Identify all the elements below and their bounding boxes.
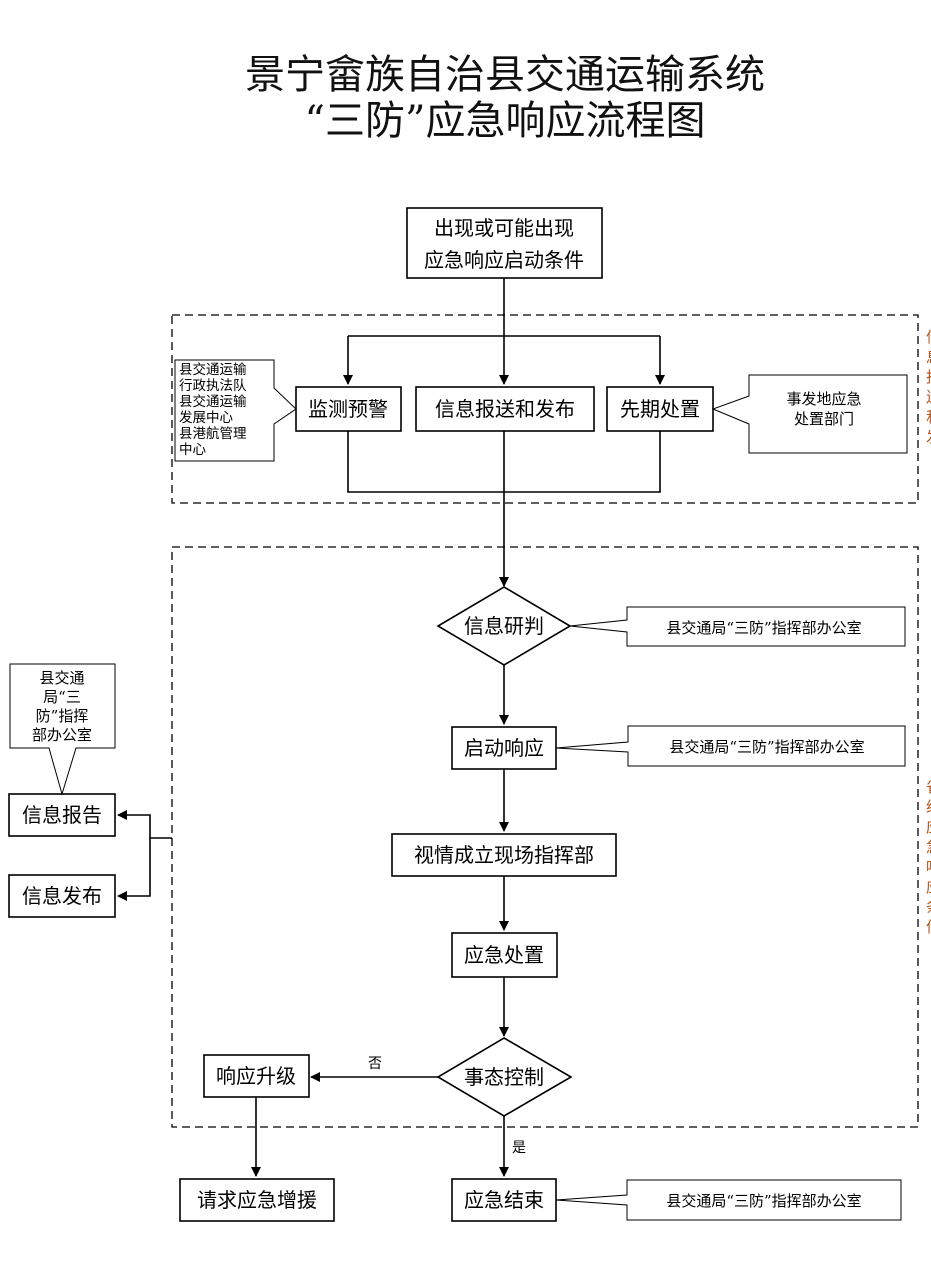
side-label-upper: 信 息 报 送 和 发 bbox=[926, 328, 931, 446]
edge-region-to-report bbox=[117, 810, 172, 839]
svg-text:启动响应: 启动响应 bbox=[464, 736, 544, 760]
note-monitor-units: 县交通运输 行政执法队 县交通运输 发展中心 县港航管理 中心 bbox=[174, 359, 297, 462]
node-request-support: 请求应急增援 bbox=[179, 1178, 335, 1222]
svg-text:急: 急 bbox=[926, 838, 931, 856]
svg-text:行政执法队: 行政执法队 bbox=[179, 378, 247, 394]
note-analysis-unit: 县交通局“三防”指挥部办公室 bbox=[569, 606, 906, 647]
svg-text:县交通: 县交通 bbox=[39, 669, 84, 687]
node-emergency-end: 应急结束 bbox=[451, 1178, 557, 1222]
svg-text:应急处置: 应急处置 bbox=[464, 943, 544, 967]
node-start-response: 启动响应 bbox=[451, 726, 557, 770]
svg-text:发展中心: 发展中心 bbox=[179, 410, 233, 426]
node-response-upgrade: 响应升级 bbox=[203, 1054, 310, 1098]
svg-text:响应升级: 响应升级 bbox=[216, 1064, 296, 1088]
note-report-unit: 县交通 局“三 防”指挥 部办公室 bbox=[9, 663, 116, 796]
svg-text:县交通运输: 县交通运输 bbox=[179, 393, 247, 410]
svg-text:县交通局“三防”指挥部办公室: 县交通局“三防”指挥部办公室 bbox=[666, 1192, 861, 1210]
node-situation-control: 事态控制 bbox=[436, 1037, 573, 1117]
svg-text:条: 条 bbox=[926, 898, 931, 916]
svg-text:防”指挥: 防”指挥 bbox=[36, 707, 89, 725]
svg-text:事发地应急: 事发地应急 bbox=[786, 390, 861, 408]
svg-text:信息报告: 信息报告 bbox=[22, 803, 102, 827]
svg-text:省: 省 bbox=[926, 778, 931, 796]
svg-text:事态控制: 事态控制 bbox=[464, 1065, 544, 1089]
svg-text:信息报送和发布: 信息报送和发布 bbox=[435, 397, 575, 421]
svg-text:信: 信 bbox=[926, 328, 931, 346]
svg-text:请求应急增援: 请求应急增援 bbox=[197, 1188, 317, 1212]
svg-text:响: 响 bbox=[926, 858, 931, 876]
node-info-publish: 信息发布 bbox=[8, 874, 116, 918]
svg-text:县交通局“三防”指挥部办公室: 县交通局“三防”指挥部办公室 bbox=[666, 619, 861, 637]
svg-text:县交通运输: 县交通运输 bbox=[179, 361, 247, 378]
svg-text:县交通局“三防”指挥部办公室: 县交通局“三防”指挥部办公室 bbox=[669, 738, 864, 756]
svg-text:级: 级 bbox=[926, 798, 931, 816]
edge-label-no: 否 bbox=[368, 1056, 382, 1072]
svg-text:先期处置: 先期处置 bbox=[620, 397, 700, 421]
node-emergency-handling: 应急处置 bbox=[451, 932, 558, 978]
node-field-hq: 视情成立现场指挥部 bbox=[391, 833, 617, 877]
svg-text:信息发布: 信息发布 bbox=[22, 884, 102, 908]
svg-text:监测预警: 监测预警 bbox=[308, 397, 388, 421]
note-end-unit: 县交通局“三防”指挥部办公室 bbox=[555, 1179, 902, 1221]
svg-text:和: 和 bbox=[926, 408, 931, 426]
svg-text:视情成立现场指挥部: 视情成立现场指挥部 bbox=[414, 843, 594, 867]
svg-text:出现或可能出现: 出现或可能出现 bbox=[434, 216, 574, 240]
svg-text:送: 送 bbox=[926, 388, 931, 406]
note-early-units: 事发地应急 处置部门 bbox=[711, 374, 908, 454]
upper-phase-region bbox=[171, 314, 919, 504]
node-monitor: 监测预警 bbox=[295, 386, 402, 432]
diagram-title-line2: “三防”应急响应流程图 bbox=[305, 98, 706, 144]
svg-text:县港航管理: 县港航管理 bbox=[179, 426, 247, 442]
node-info-report-publish: 信息报送和发布 bbox=[415, 386, 595, 432]
side-label-lower: 省 级 应 急 响 应 条 件 bbox=[926, 778, 931, 936]
svg-text:应急结束: 应急结束 bbox=[464, 1188, 544, 1212]
svg-text:件: 件 bbox=[926, 918, 931, 936]
svg-text:局“三: 局“三 bbox=[43, 688, 81, 706]
svg-text:中心: 中心 bbox=[179, 442, 206, 458]
node-info-report: 信息报告 bbox=[8, 793, 116, 837]
svg-text:信息研判: 信息研判 bbox=[464, 614, 544, 638]
edge-region-to-publish bbox=[117, 838, 151, 901]
svg-text:部办公室: 部办公室 bbox=[32, 726, 92, 744]
svg-text:发: 发 bbox=[926, 428, 931, 446]
svg-text:应: 应 bbox=[926, 878, 931, 896]
svg-text:应急响应启动条件: 应急响应启动条件 bbox=[424, 248, 584, 272]
edge-label-yes: 是 bbox=[512, 1140, 526, 1156]
node-start: 出现或可能出现 应急响应启动条件 bbox=[406, 207, 603, 279]
svg-text:应: 应 bbox=[926, 818, 931, 836]
svg-text:息: 息 bbox=[926, 348, 931, 366]
note-response-unit: 县交通局“三防”指挥部办公室 bbox=[555, 725, 906, 767]
node-info-analysis: 信息研判 bbox=[436, 586, 572, 666]
diagram-title-line1: 景宁畲族自治县交通运输系统 bbox=[245, 52, 765, 98]
svg-text:处置部门: 处置部门 bbox=[794, 410, 854, 428]
svg-text:报: 报 bbox=[926, 368, 931, 386]
node-early-handling: 先期处置 bbox=[606, 386, 714, 432]
